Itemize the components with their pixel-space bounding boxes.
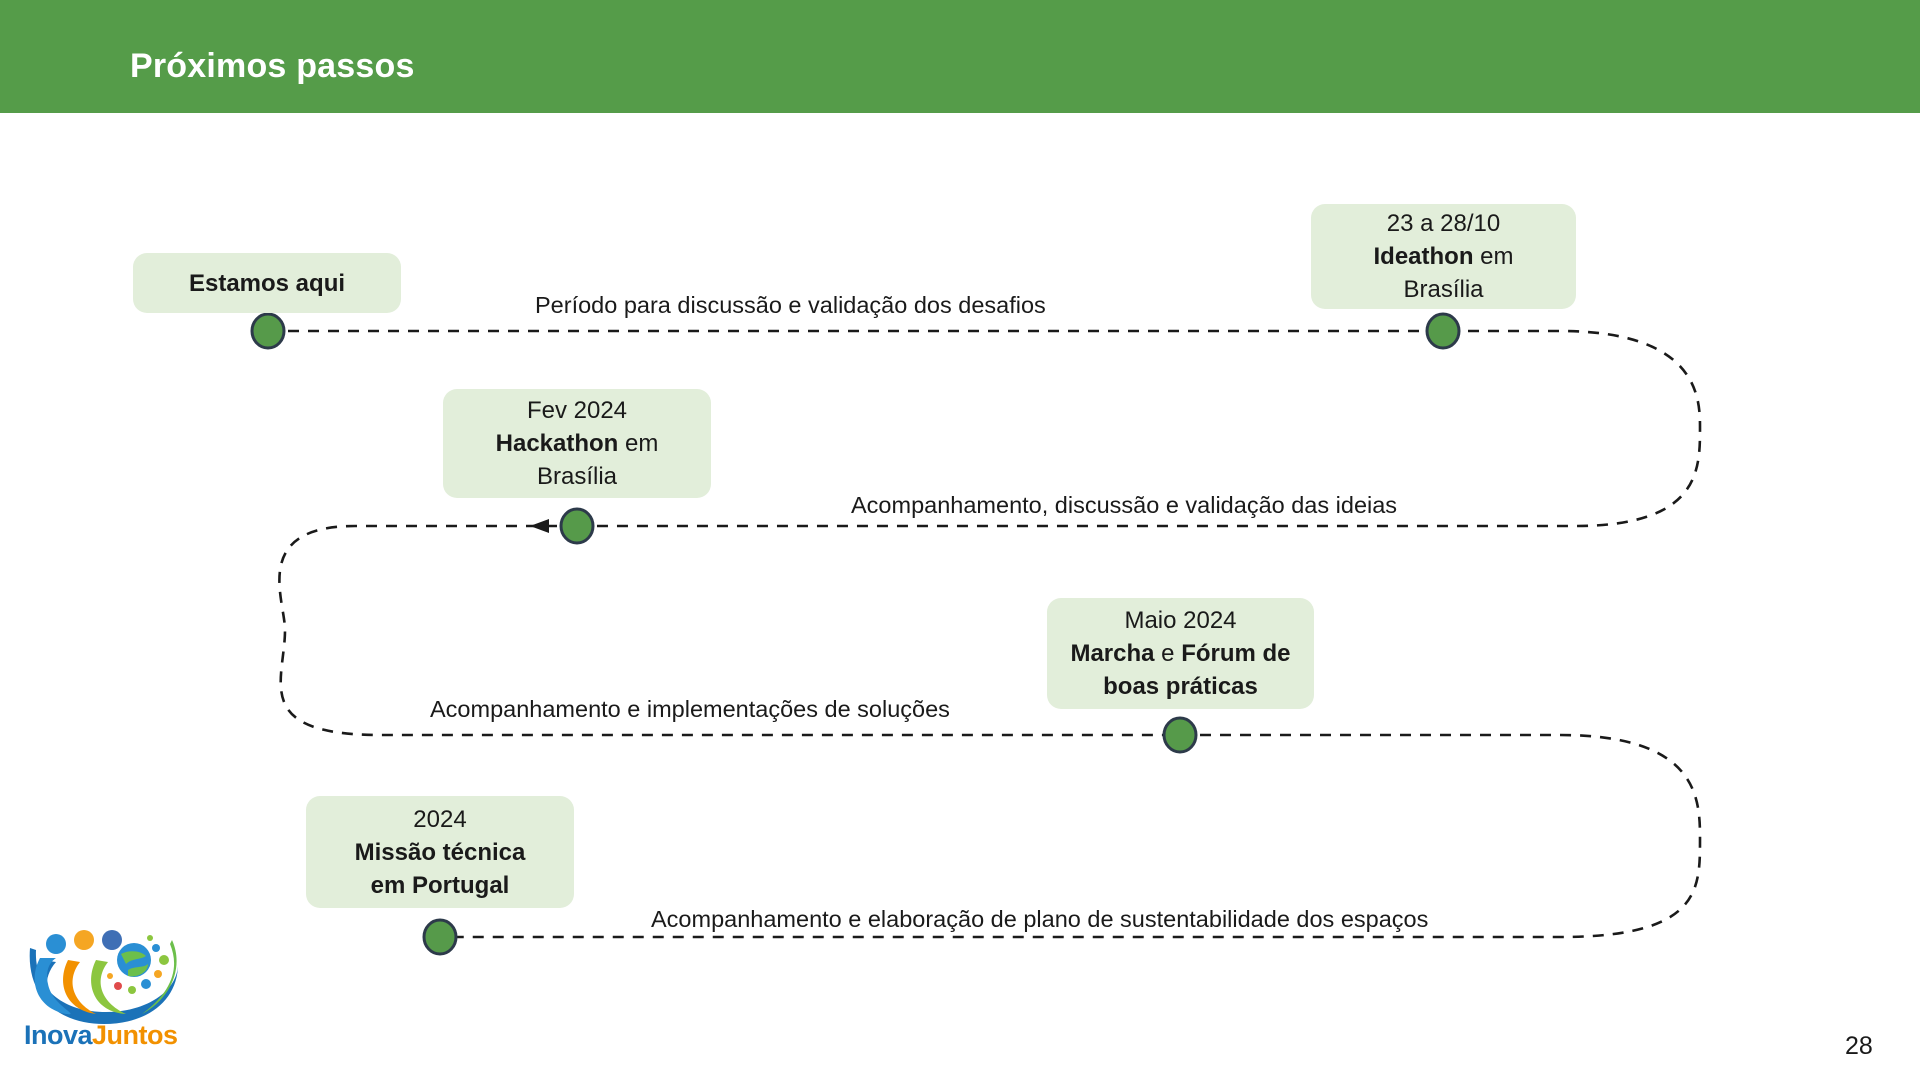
callout-emphasis: Ideathon	[1373, 243, 1474, 270]
timeline-node-missao-portugal[interactable]	[422, 918, 458, 956]
callout-line: em Portugal	[371, 869, 510, 902]
callout-missao-portugal[interactable]: 2024 Missão técnica em Portugal	[306, 796, 574, 908]
callout-estamos-aqui[interactable]: Estamos aqui	[133, 253, 401, 313]
page-number: 28	[1845, 1032, 1873, 1060]
callout-line-mid: e	[1154, 640, 1182, 667]
timeline-node-marcha-forum[interactable]	[1162, 716, 1198, 754]
callout-hackathon[interactable]: Fev 2024 Hackathon em Brasília	[443, 389, 711, 498]
callout-emphasis: Hackathon	[495, 430, 619, 457]
inovajuntos-logo-icon	[29, 930, 178, 1024]
callout-emphasis-2: Fórum de	[1181, 640, 1291, 667]
logo-wordmark: InovaJuntos	[24, 1020, 178, 1051]
segment-label-1: Período para discussão e validação dos d…	[535, 292, 1046, 318]
callout-ideathon[interactable]: 23 a 28/10 Ideathon em Brasília	[1311, 204, 1576, 309]
timeline-node-hackathon[interactable]	[559, 507, 595, 545]
callout-line: Estamos aqui	[188, 269, 346, 297]
segment-label-3: Acompanhamento e implementações de soluç…	[430, 696, 950, 722]
logo: InovaJuntos	[14, 920, 189, 1065]
timeline-segment-2	[278, 524, 1180, 737]
callout-emphasis: Marcha	[1070, 640, 1155, 667]
callout-emphasis-3: boas práticas	[1103, 673, 1258, 700]
callout-line: 2024	[413, 805, 467, 833]
callout-line: Marcha e Fórum de	[1070, 637, 1290, 670]
timeline-segment-3	[440, 733, 1702, 939]
callout-line: Fev 2024	[526, 397, 628, 424]
callout-line: Brasília	[1403, 276, 1484, 303]
callout-marcha-forum[interactable]: Maio 2024 Marcha e Fórum de boas prática…	[1047, 598, 1314, 709]
timeline-segment-1	[268, 329, 1702, 528]
logo-word-juntos: Juntos	[92, 1020, 178, 1050]
header-band	[0, 0, 1920, 113]
callout-line-rest: em	[1473, 243, 1514, 270]
callout-line-rest: em	[618, 430, 659, 457]
segment-label-4: Acompanhamento e elaboração de plano de …	[651, 906, 1429, 932]
callout-line: Brasília	[536, 463, 618, 490]
callout-line: Hackathon em	[496, 427, 659, 460]
callout-line: 23 a 28/10	[1386, 210, 1501, 237]
timeline-arrowhead-icon	[530, 519, 549, 533]
callout-line: Missão técnica	[355, 836, 526, 869]
callout-line: Ideathon em	[1373, 240, 1513, 273]
timeline-node-estamos-aqui[interactable]	[250, 312, 286, 350]
page-title: Próximos passos	[130, 47, 415, 85]
logo-word-inova: Inova	[24, 1020, 93, 1050]
callout-line: Maio 2024	[1124, 607, 1237, 634]
segment-label-2: Acompanhamento, discussão e validação da…	[851, 492, 1398, 518]
callout-emphasis: Missão técnica	[354, 838, 526, 866]
callout-line: boas práticas	[1103, 670, 1258, 703]
callout-emphasis-2: em Portugal	[370, 871, 510, 899]
timeline-node-ideathon[interactable]	[1425, 312, 1461, 350]
